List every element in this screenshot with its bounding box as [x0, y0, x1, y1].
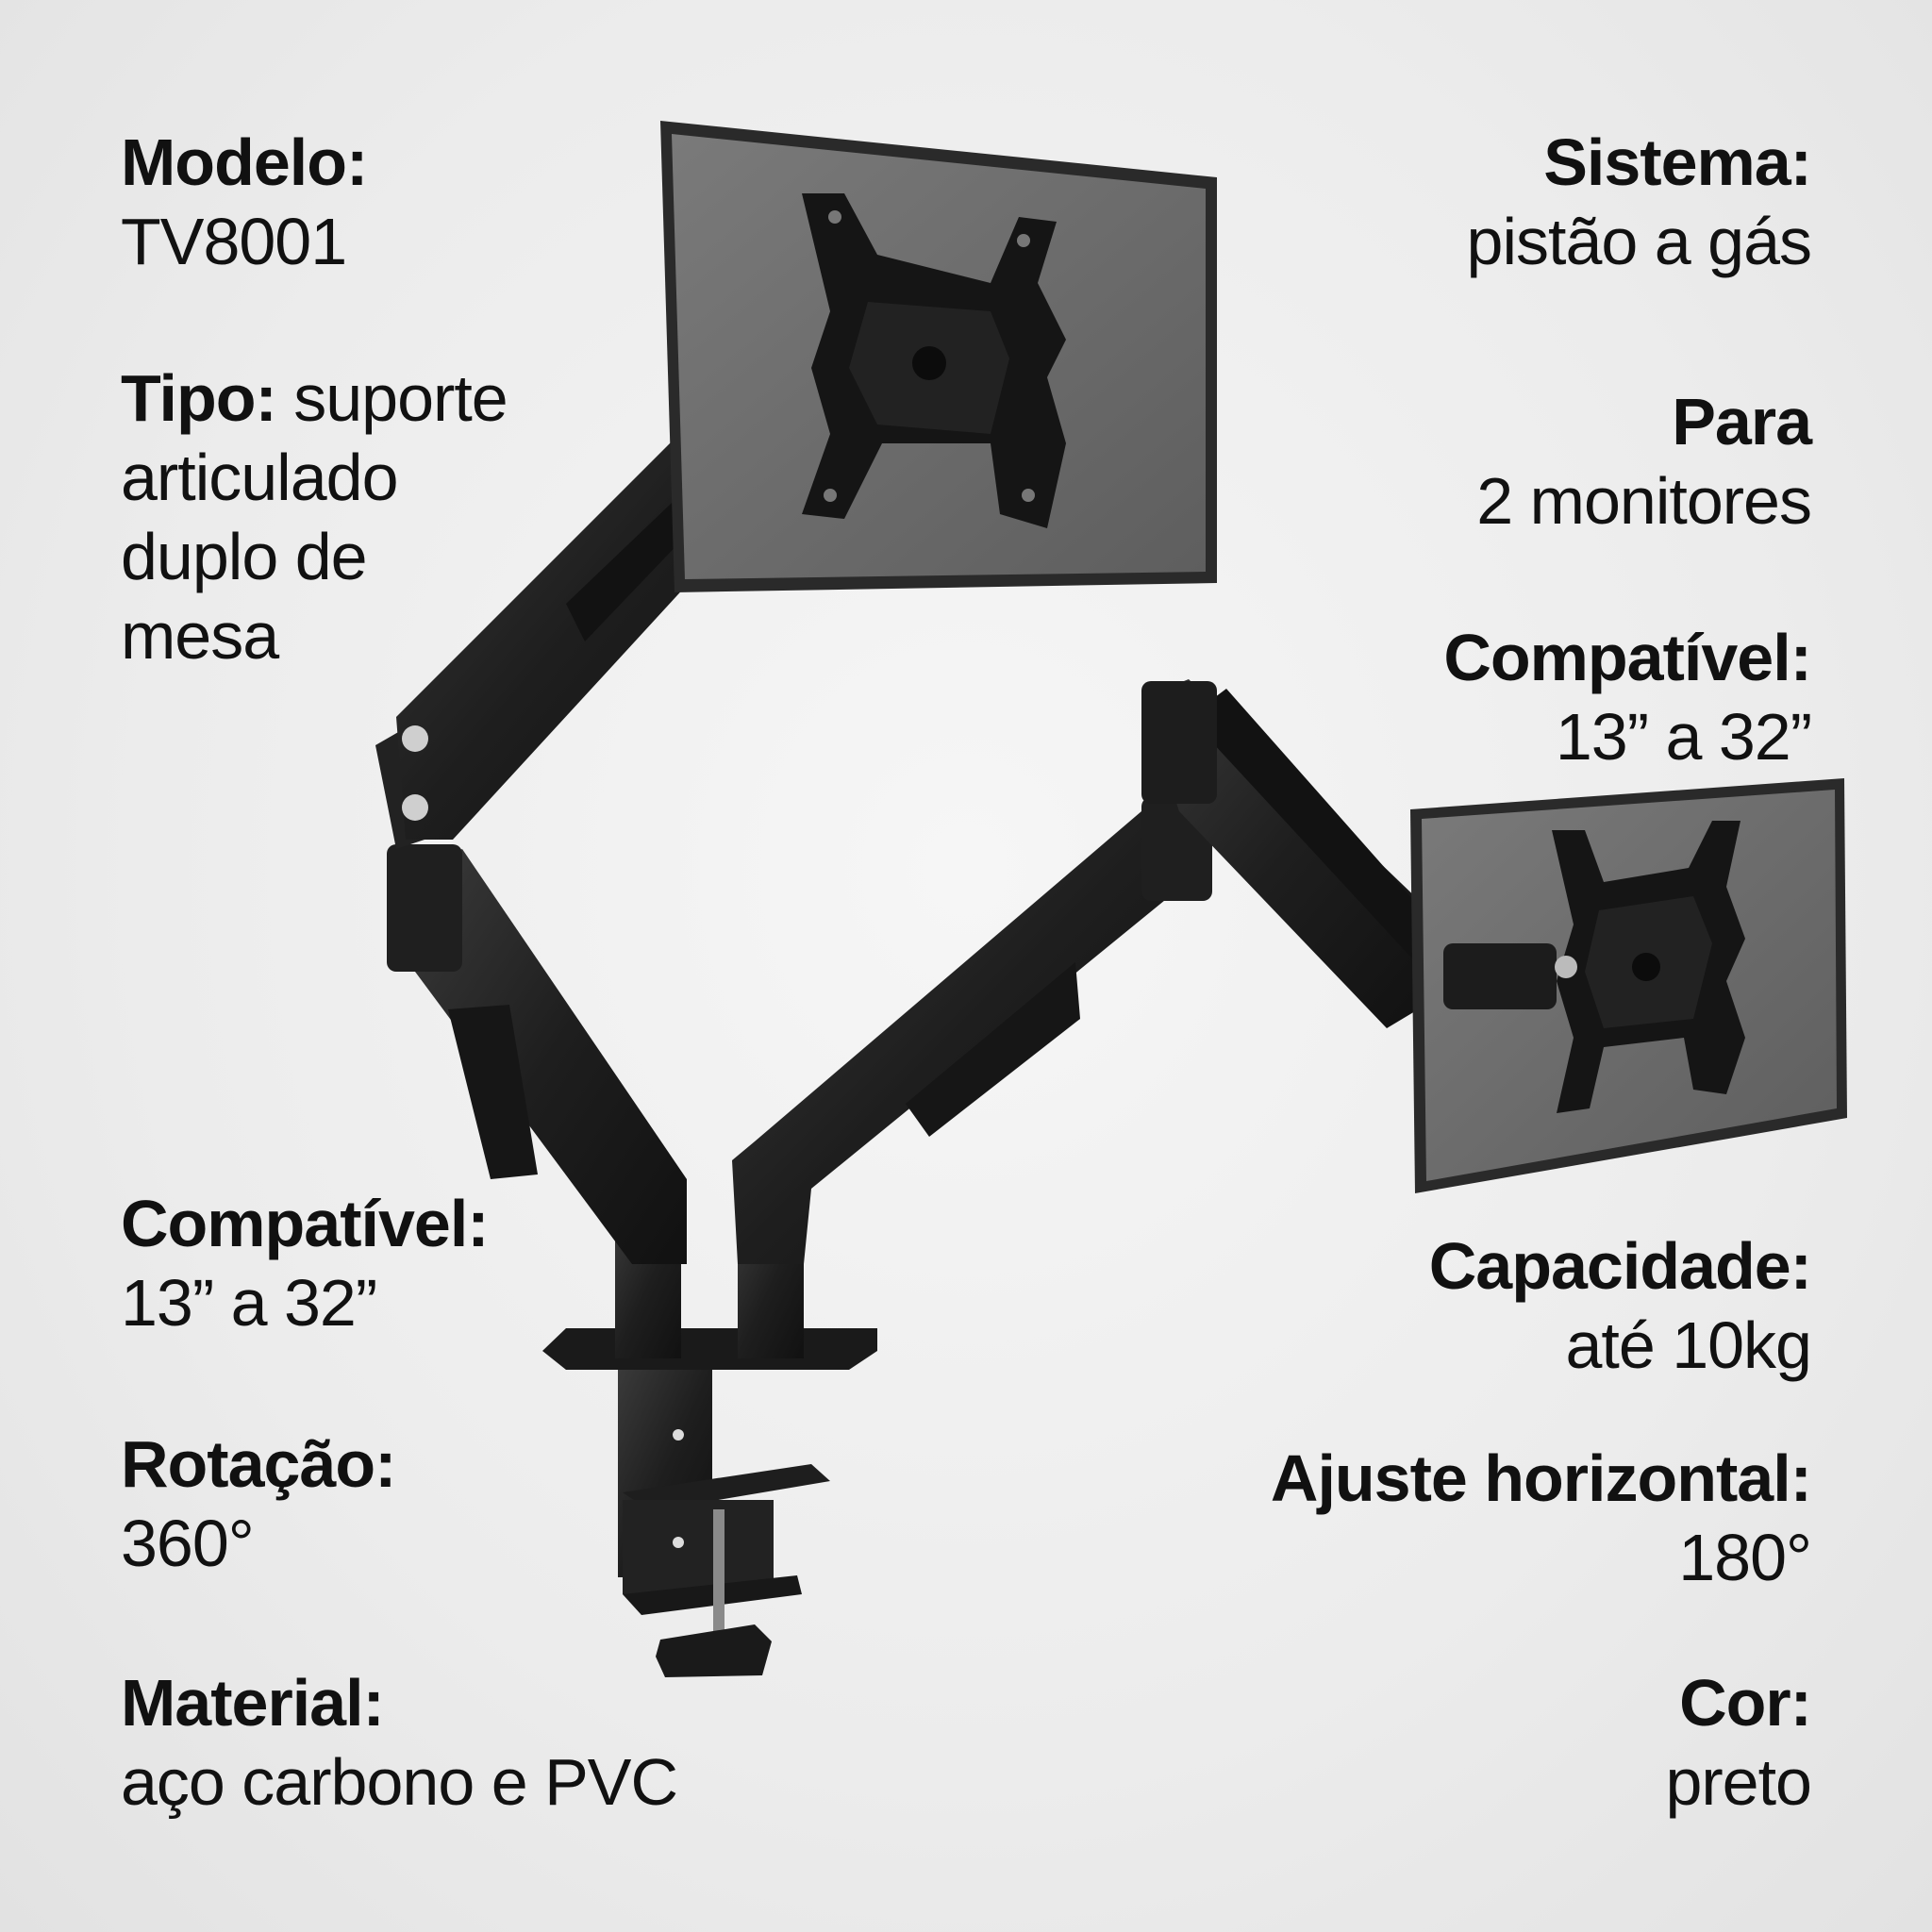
spec-compativel-right-value: 13” a 32” — [1555, 700, 1812, 774]
spec-tipo: Tipo: suporte articulado duplo de mesa — [121, 358, 508, 675]
desk-clamp — [542, 1328, 877, 1677]
spec-material: Material: aço carbono e PVC — [121, 1663, 678, 1822]
spec-ajuste-horizontal-value: 180° — [1678, 1521, 1812, 1594]
spec-rotacao-value: 360° — [121, 1507, 255, 1580]
spec-para-label: Para — [1672, 385, 1812, 458]
spec-modelo-label: Modelo: — [121, 125, 368, 199]
spec-ajuste-horizontal-label: Ajuste horizontal: — [1270, 1441, 1812, 1515]
spec-para-value: 2 monitores — [1476, 464, 1812, 538]
right-arm — [732, 679, 1443, 1264]
spec-compativel-right-label: Compatível: — [1443, 621, 1812, 694]
spec-tipo-value-1: suporte — [293, 361, 508, 435]
spec-capacidade: Capacidade: até 10kg — [1428, 1226, 1812, 1385]
spec-para: Para 2 monitores — [1476, 382, 1812, 541]
spec-capacidade-label: Capacidade: — [1428, 1229, 1812, 1303]
spec-compativel-left-label: Compatível: — [121, 1187, 490, 1260]
spec-sistema: Sistema: pistão a gás — [1466, 123, 1812, 281]
spec-cor-value: preto — [1665, 1745, 1812, 1819]
spec-compativel-left: Compatível: 13” a 32” — [121, 1184, 490, 1342]
top-monitor — [660, 121, 1217, 592]
spec-rotacao-label: Rotação: — [121, 1427, 396, 1501]
spec-modelo: Modelo: TV8001 — [121, 123, 368, 281]
spec-material-label: Material: — [121, 1666, 385, 1740]
spec-cor-label: Cor: — [1679, 1666, 1812, 1740]
spec-capacidade-value: até 10kg — [1565, 1308, 1812, 1382]
spec-cor: Cor: preto — [1665, 1663, 1812, 1822]
spec-tipo-label: Tipo: — [121, 361, 277, 435]
spec-tipo-value-2: articulado — [121, 441, 399, 514]
spec-ajuste-horizontal: Ajuste horizontal: 180° — [1270, 1439, 1812, 1597]
spec-sistema-label: Sistema: — [1543, 125, 1812, 199]
spec-tipo-value-3: duplo de — [121, 520, 368, 593]
spec-compativel-right: Compatível: 13” a 32” — [1443, 618, 1812, 776]
spec-sistema-value: pistão a gás — [1466, 205, 1812, 278]
spec-modelo-value: TV8001 — [121, 205, 347, 278]
spec-material-value: aço carbono e PVC — [121, 1745, 678, 1819]
spec-tipo-value-4: mesa — [121, 599, 279, 673]
right-monitor — [1410, 778, 1847, 1193]
spec-rotacao: Rotação: 360° — [121, 1424, 396, 1583]
spec-compativel-left-value: 13” a 32” — [121, 1266, 377, 1340]
